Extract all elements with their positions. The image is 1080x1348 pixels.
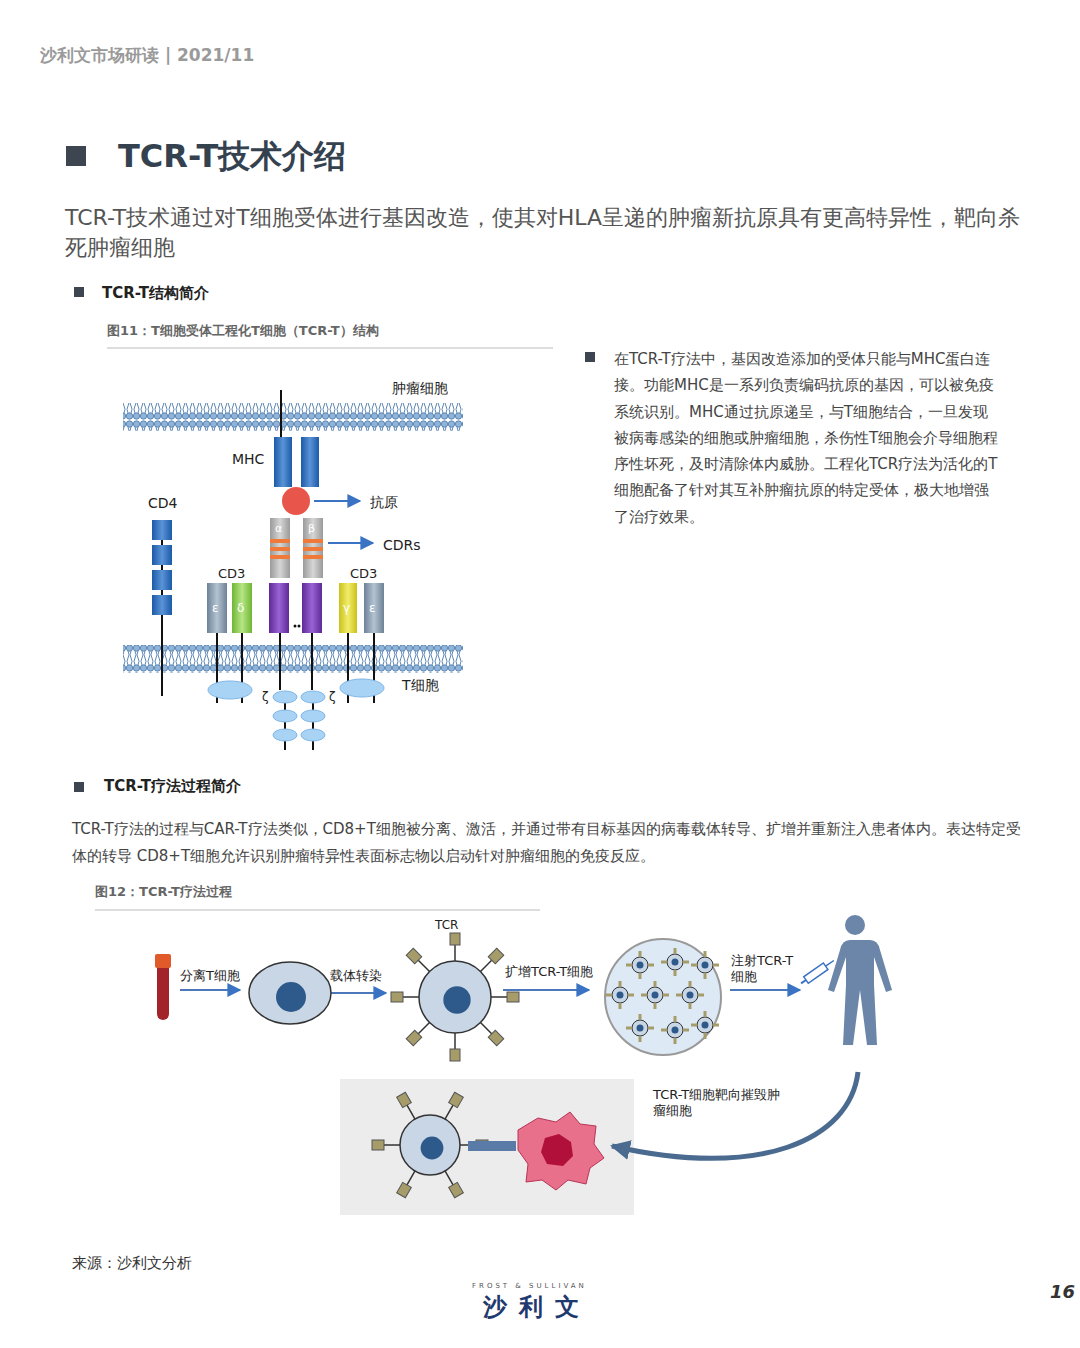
part-label: CD4 — [148, 495, 177, 513]
pointer — [328, 542, 373, 544]
part-label: CDRs — [383, 537, 421, 555]
step-label: 注射TCR-T细胞 — [731, 953, 803, 986]
panel — [340, 1079, 634, 1215]
mhc-chain — [301, 437, 319, 487]
culture-dish — [605, 939, 721, 1055]
bullet — [74, 782, 84, 792]
logo-text: 沙利文 — [483, 1292, 591, 1322]
header: 沙利文市场研读 | 2021/11 — [40, 45, 254, 66]
section-heading: TCR-T疗法过程简介 — [104, 777, 241, 796]
page-number: 16 — [1050, 1281, 1075, 1304]
subtitle: TCR-T技术通过对T细胞受体进行基因改造，使其对HLA呈递的肿瘤新抗原具有更高… — [65, 203, 1025, 263]
chain-letter: γ — [343, 601, 350, 616]
pointer — [314, 500, 360, 502]
blood-tube — [157, 960, 169, 1020]
chain-letter: ε — [212, 601, 219, 616]
part-label: TCR — [435, 918, 458, 933]
figure-caption: 图11：T细胞受体工程化T细胞（TCR-T）结构 — [107, 323, 379, 339]
alpha-chain — [270, 518, 290, 578]
step-label: 扩增TCR-T细胞 — [505, 964, 593, 980]
bullet — [74, 287, 84, 297]
chain-letter: δ — [237, 601, 244, 616]
step-label: TCR-T细胞靶向摧毁肿瘤细胞 — [653, 1087, 783, 1120]
cd3-delta — [232, 583, 252, 633]
rule — [95, 910, 540, 911]
step-label: 分离T细胞 — [180, 968, 240, 984]
source-note: 来源：沙利文分析 — [72, 1254, 192, 1273]
figure-caption: 图12：TCR-T疗法过程 — [95, 884, 232, 900]
chain-letter: ζ — [329, 690, 336, 705]
part-label: CD3 — [218, 566, 245, 582]
anchor-line — [280, 390, 282, 440]
chain-letter: ε — [369, 601, 376, 616]
beta-chain — [303, 518, 323, 578]
chain-letter: ζ — [262, 690, 269, 705]
t-cell — [249, 962, 331, 1024]
patient — [828, 915, 892, 1045]
cd3-epsilon — [207, 583, 227, 633]
part-label: T细胞 — [402, 677, 439, 695]
tcr-chain — [302, 583, 322, 633]
body-text: TCR-T疗法的过程与CAR-T疗法类似，CD8+T细胞被分离、激活，并通过带有… — [72, 816, 1032, 870]
chain-letter: α — [275, 522, 282, 536]
cd3-epsilon — [364, 583, 384, 633]
step-label: 载体转染 — [330, 968, 382, 984]
antigen — [282, 487, 310, 515]
section-heading: TCR-T结构简介 — [102, 284, 209, 303]
tcr-chain — [269, 583, 289, 633]
chain-letter: β — [308, 522, 315, 536]
logo-text: FROST & SULLIVAN — [472, 1282, 587, 1291]
part-label: MHC — [232, 451, 264, 469]
rule — [107, 348, 553, 349]
tumor-membrane — [123, 403, 463, 431]
cd3-gamma — [339, 583, 357, 633]
tcr-t-cell — [391, 933, 519, 1061]
part-label: CD3 — [350, 566, 377, 582]
mhc-chain — [274, 437, 292, 487]
part-label: 肿瘤细胞 — [392, 380, 448, 398]
bullet — [66, 146, 86, 166]
tcell-membrane — [123, 645, 463, 673]
tumor-cell — [518, 1112, 604, 1190]
page-title: TCR-T技术介绍 — [118, 136, 346, 176]
body-text: 在TCR-T疗法中，基因改造添加的受体只能与MHC蛋白连接。功能MHC是一系列负… — [614, 346, 999, 530]
bullet — [585, 352, 595, 362]
return-arrow — [612, 1072, 858, 1158]
part-label: 抗原 — [370, 494, 398, 512]
